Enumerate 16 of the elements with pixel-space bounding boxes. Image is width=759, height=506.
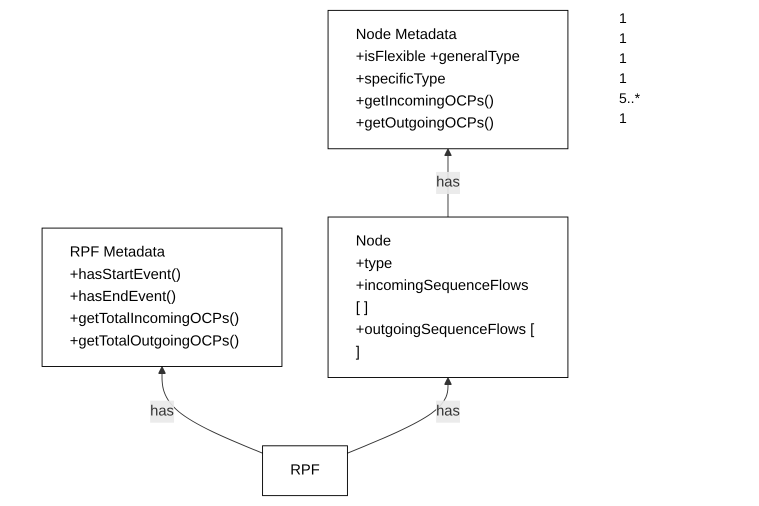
edge-label: has: [436, 403, 460, 420]
node-box: Node +type +incomingSequenceFlows [ ] +outgoingSequenceFlows [ ]: [327, 216, 568, 378]
edge-label: has: [436, 174, 460, 190]
node-box: RPF: [262, 445, 348, 496]
multiplicity-label: 1: [619, 30, 628, 46]
multiplicity-label: 5..*: [619, 90, 642, 106]
arrow: [157, 366, 263, 454]
multiplicity-label: 1: [619, 10, 628, 26]
edge-label: has: [150, 403, 174, 420]
multiplicity-label: 1: [619, 110, 628, 126]
arrow: [443, 148, 452, 218]
node-box: RPF Metadata +hasStartEvent() +hasEndEvent() +getTotalIncomingOCPs() +getTotalOutgoingOCPs(): [41, 228, 282, 367]
node-box: Node Metadata +isFlexible +generalType +specificType +getIncomingOCPs() +getOutgoingOCPs(): [327, 10, 568, 150]
multiplicity-label: 1: [619, 50, 628, 66]
arrow: [346, 377, 452, 454]
multiplicity-label: 1: [619, 70, 628, 86]
